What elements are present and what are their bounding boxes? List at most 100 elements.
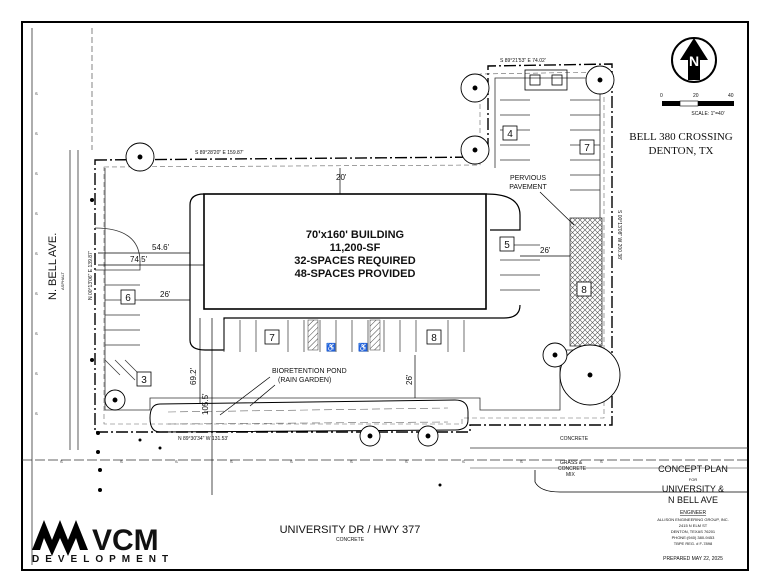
bearing-northeast: S 89°21'53" E 74.02' bbox=[500, 58, 546, 64]
pond-label-2: (RAIN GARDEN) bbox=[278, 377, 331, 384]
bell-ave-road bbox=[31, 28, 93, 565]
logo-text: VCM bbox=[92, 524, 159, 557]
grass-label-3: MIX bbox=[566, 472, 576, 478]
stall-count-8-east: 8 bbox=[581, 285, 587, 296]
stall-count-7-east: 7 bbox=[584, 143, 590, 154]
dim-west-2: 74.5' bbox=[130, 255, 148, 264]
tree-icon bbox=[417, 425, 439, 447]
dimension-lines bbox=[98, 168, 570, 495]
grass-label-1: GRASS & bbox=[560, 460, 583, 466]
svg-text:S: S bbox=[462, 459, 465, 464]
svg-text:S: S bbox=[35, 131, 38, 136]
dim-west-aisle: 26' bbox=[160, 290, 171, 299]
bearing-west: N 00°13'06" E 139.87' bbox=[88, 251, 94, 300]
svg-text:S: S bbox=[120, 459, 123, 464]
title-line-3: UNIVERSITY & bbox=[662, 484, 724, 494]
engineer-heading: ENGINEER bbox=[680, 510, 707, 516]
svg-text:S: S bbox=[35, 371, 38, 376]
scale-tick-40: 40 bbox=[728, 93, 734, 99]
engineer-tbpe: TBPE REG. # F-7898 bbox=[674, 541, 713, 546]
spaces-provided: 48-SPACES PROVIDED bbox=[295, 268, 416, 280]
stall-labels: 4 7 5 8 6 7 8 3 bbox=[120, 125, 595, 387]
svg-text:S: S bbox=[35, 211, 38, 216]
setback-line bbox=[103, 71, 605, 425]
pervious-label-2: PAVEMENT bbox=[509, 184, 547, 191]
dim-south-aisle: 26' bbox=[405, 374, 414, 385]
stall-count-7-south: 7 bbox=[269, 333, 275, 344]
engineer-address: 2415 N ELM ST bbox=[679, 523, 708, 528]
grass-label-2: CONCRETE bbox=[558, 466, 587, 472]
svg-text:S: S bbox=[60, 459, 63, 464]
scale-label: SCALE: 1"=40' bbox=[691, 111, 724, 117]
pond-label-1: BIORETENTION POND bbox=[272, 368, 347, 375]
pond-leader-1 bbox=[219, 376, 271, 416]
accessible-symbol-1: ♿ bbox=[326, 342, 336, 352]
svg-text:S: S bbox=[405, 459, 408, 464]
svg-text:S: S bbox=[35, 411, 38, 416]
bearing-east: S 00°13'08" W 200.38' bbox=[616, 210, 622, 260]
vcm-mark bbox=[32, 520, 88, 556]
dim-depth-2: 105.5' bbox=[201, 393, 210, 415]
dim-east-aisle: 26' bbox=[540, 246, 551, 255]
building-size: 70'x160' BUILDING bbox=[306, 229, 404, 241]
parking-curb bbox=[104, 77, 601, 411]
tree-icon bbox=[585, 65, 615, 95]
tree-icon bbox=[542, 342, 568, 368]
tree-icon bbox=[559, 344, 621, 406]
dim-west-1: 54.6' bbox=[152, 243, 170, 252]
tree-icon bbox=[125, 142, 155, 172]
tree-icon bbox=[104, 389, 126, 411]
svg-text:S: S bbox=[520, 459, 523, 464]
pond-inner bbox=[167, 407, 449, 425]
title-line-2: FOR bbox=[689, 477, 698, 482]
stall-count-5: 5 bbox=[504, 240, 510, 251]
project-name: BELL 380 CROSSING bbox=[629, 131, 733, 143]
svg-text:S: S bbox=[35, 331, 38, 336]
scale-tick-0: 0 bbox=[660, 93, 663, 99]
tree-icon bbox=[359, 425, 381, 447]
logo-subtext: DEVELOPMENT bbox=[32, 554, 174, 565]
accessible-symbol-2: ♿ bbox=[358, 342, 368, 352]
stall-count-4: 4 bbox=[507, 129, 513, 140]
accessible-aisle-2 bbox=[369, 319, 381, 351]
dim-north-setback: 20' bbox=[336, 173, 347, 182]
pervious-leader bbox=[539, 191, 575, 226]
prepared-date: PREPARED MAY 22, 2025 bbox=[663, 556, 723, 562]
project-city: DENTON, TX bbox=[649, 145, 714, 157]
utility-markers bbox=[90, 198, 442, 492]
university-surface-label: CONCRETE bbox=[336, 537, 365, 543]
tree-icon bbox=[460, 73, 490, 103]
sheet-border bbox=[21, 21, 749, 571]
stall-count-3: 3 bbox=[141, 375, 147, 386]
tree-icon bbox=[460, 135, 490, 165]
svg-text:S: S bbox=[35, 91, 38, 96]
concrete-label: CONCRETE bbox=[560, 436, 589, 442]
stall-count-6: 6 bbox=[125, 293, 131, 304]
bioretention-pond bbox=[149, 399, 469, 433]
sewer-marks-south: S S S S S S S S S S bbox=[60, 459, 603, 464]
svg-text:S: S bbox=[600, 459, 603, 464]
vcm-logo: VCM DEVELOPMENT bbox=[32, 520, 174, 565]
engineer-phone: PHONE:(940) 380-9453 bbox=[672, 535, 715, 540]
university-road-label: UNIVERSITY DR / HWY 377 bbox=[280, 524, 421, 536]
building-footprint bbox=[203, 193, 487, 310]
spaces-required: 32-SPACES REQUIRED bbox=[294, 255, 415, 267]
south-parking-stalls bbox=[223, 320, 465, 352]
title-line-1: CONCEPT PLAN bbox=[658, 464, 728, 474]
grass-concrete-area bbox=[534, 470, 748, 493]
dim-depth-1: 69.2' bbox=[189, 367, 198, 385]
scale-tick-20: 20 bbox=[693, 93, 699, 99]
svg-text:S: S bbox=[350, 459, 353, 464]
bearing-north: S 89°28'20" E 159.87' bbox=[195, 150, 244, 156]
svg-text:S: S bbox=[230, 459, 233, 464]
stall-count-8-south: 8 bbox=[431, 333, 437, 344]
svg-text:S: S bbox=[175, 459, 178, 464]
scale-bar: 0 20 40 SCALE: 1"=40' bbox=[660, 93, 734, 117]
engineer-city: DENTON, TEXAS 76201 bbox=[671, 529, 716, 534]
dumpster-enclosure bbox=[524, 69, 568, 91]
bearing-south: N 89°30'34" W 131.53' bbox=[178, 436, 228, 442]
asphalt-label: ASPHALT bbox=[60, 272, 65, 290]
north-arrow-letter: N bbox=[689, 53, 699, 69]
west-island bbox=[94, 227, 141, 271]
